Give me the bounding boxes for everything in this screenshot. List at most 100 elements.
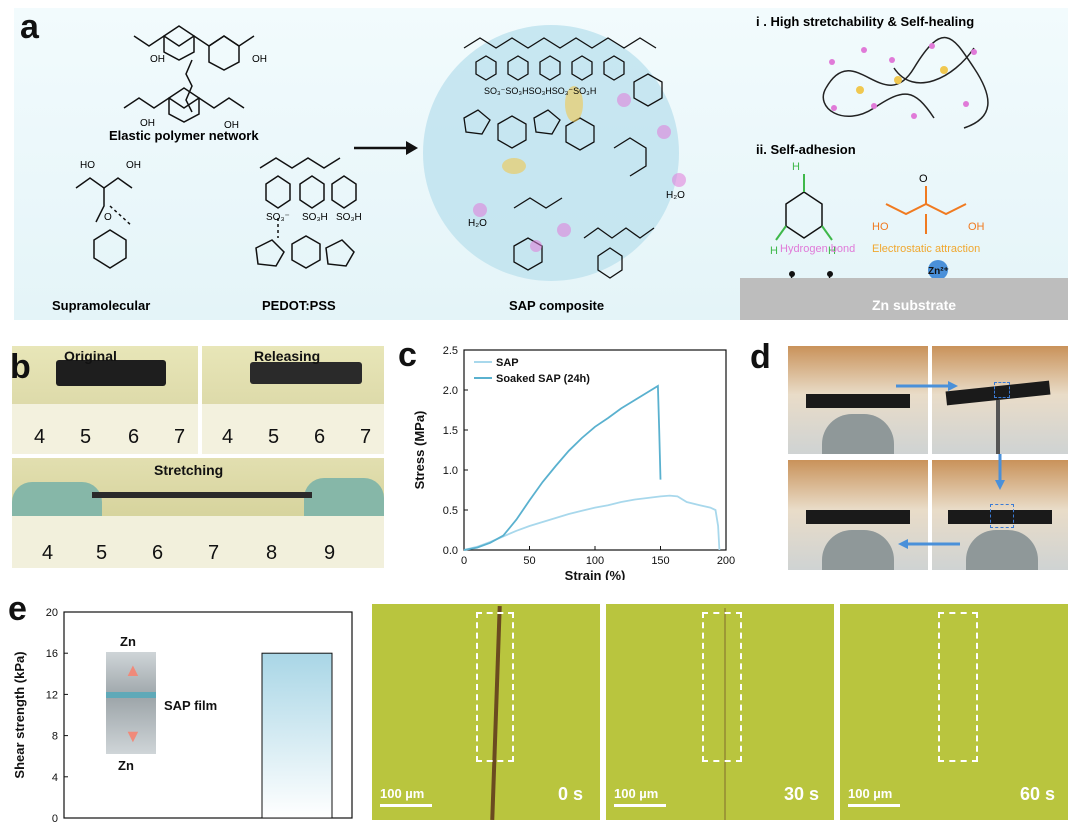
ruler-tick: 6 xyxy=(128,426,140,448)
x-tick-label: 150 xyxy=(651,555,669,567)
micrograph-60s: 100 µm 60 s xyxy=(840,604,1068,820)
zn-block-top xyxy=(106,652,156,696)
panel-a-illustration: OH OH OH OH Elastic polymer network HO O… xyxy=(52,14,1068,320)
y-tick-label: 1.0 xyxy=(443,465,458,477)
panel-label-a: a xyxy=(20,8,39,46)
pedot-pss-label: PEDOT:PSS xyxy=(262,298,336,313)
arrow-up-icon: ▲ xyxy=(124,660,142,680)
electrostatic-highlight xyxy=(565,86,583,122)
o-label: O xyxy=(104,212,112,223)
sap-film-label: SAP film xyxy=(164,698,218,713)
series-line-1 xyxy=(463,494,721,551)
arrow-right-icon xyxy=(354,141,418,155)
scale-bar xyxy=(380,804,432,807)
dynamic-bond-markers xyxy=(856,66,948,94)
h2o-label: H₂O xyxy=(468,218,487,229)
oh-label: OH xyxy=(224,120,239,131)
bar-1 xyxy=(261,652,333,819)
ruler-tick: 7 xyxy=(360,426,372,448)
ruler-tick: 7 xyxy=(208,542,220,564)
oh-label: OH xyxy=(126,160,141,171)
ruler-tick: 5 xyxy=(80,426,92,448)
hbond-highlight xyxy=(530,240,542,252)
zn-ion-label: Zn²⁺ xyxy=(928,266,949,277)
hbond-highlight xyxy=(473,203,487,217)
panel-label-e: e xyxy=(8,590,27,628)
arrow-down-icon: ▼ xyxy=(124,726,142,746)
supramolecular-structure xyxy=(75,177,133,269)
ruler-tick: 4 xyxy=(42,542,54,564)
oh-label: OH xyxy=(968,221,985,233)
photo-stretching: Stretching 4 5 6 7 8 9 xyxy=(12,458,384,568)
sample-strip xyxy=(806,510,910,524)
adhesion-heading: ii. Self-adhesion xyxy=(756,142,856,157)
scale-bar-label: 100 µm xyxy=(380,786,425,801)
pedot-pss-structure xyxy=(255,157,357,269)
ruler-tick: 8 xyxy=(266,542,278,564)
zn-block-bottom xyxy=(106,698,156,754)
y-tick-label: 16 xyxy=(46,648,58,660)
y-tick-label: 2.0 xyxy=(443,385,458,397)
x-tick-label: 0 xyxy=(461,555,467,567)
time-label: 0 s xyxy=(558,784,584,804)
ruler-tick: 4 xyxy=(222,426,234,448)
ruler-tick: 6 xyxy=(314,426,326,448)
arrow-left-icon xyxy=(898,539,960,549)
ruler-tick: 4 xyxy=(34,426,46,448)
time-label: 60 s xyxy=(1020,784,1056,804)
zn-top-label: Zn xyxy=(120,634,136,649)
sample-strip xyxy=(948,510,1052,524)
hbond-highlight xyxy=(672,173,686,187)
y-tick-label: 0.0 xyxy=(443,545,458,557)
y-tick-label: 2.5 xyxy=(443,345,458,357)
ho-label: HO xyxy=(872,221,889,233)
photo-d-3 xyxy=(788,460,928,570)
sap-top-chem: SO₃⁻SO₃HSO₃HSO₃⁻SO₃H xyxy=(484,86,596,96)
sap-composite-bubble xyxy=(423,25,679,281)
y-tick-label: 1.5 xyxy=(443,425,458,437)
sample-strip xyxy=(250,362,362,384)
plot-frame xyxy=(463,349,727,551)
region-box xyxy=(702,612,742,762)
oh-label: OH xyxy=(140,118,155,129)
ruler-tick: 5 xyxy=(268,426,280,448)
sap-film-layer xyxy=(106,692,156,698)
zn-substrate-label: Zn substrate xyxy=(872,297,956,313)
x-tick-label: 200 xyxy=(717,555,735,567)
ho-label: HO xyxy=(80,160,95,171)
hbond-highlight xyxy=(617,93,631,107)
polymer-chain-illustration xyxy=(822,36,989,129)
photo-original: Original 4 5 6 7 xyxy=(12,346,198,454)
legend-label: Soaked SAP (24h) xyxy=(496,373,590,385)
crosslink-markers xyxy=(829,43,977,119)
h2o-label: H₂O xyxy=(666,190,685,201)
region-box xyxy=(938,612,978,762)
oh-label: OH xyxy=(252,54,267,65)
scale-bar-label: 100 µm xyxy=(848,786,893,801)
series-line-2 xyxy=(463,384,662,551)
arrow-right-icon xyxy=(896,381,958,391)
h-label: H xyxy=(828,245,836,257)
y-tick-label: 12 xyxy=(46,689,58,701)
region-box xyxy=(476,612,514,762)
legend-label: SAP xyxy=(496,357,519,369)
elastic-network-label: Elastic polymer network xyxy=(109,128,259,143)
ruler xyxy=(202,404,384,454)
hydroxyl-bonds xyxy=(775,174,833,241)
label-releasing: Releasing xyxy=(254,348,321,364)
elastic-network-structure xyxy=(123,25,255,123)
zn-ion-marker xyxy=(928,260,948,280)
label-original: Original xyxy=(64,348,117,364)
clamp-stand xyxy=(966,530,1038,570)
zn-substrate xyxy=(740,278,1068,320)
ruler-tick: 9 xyxy=(324,542,336,564)
photo-d-1 xyxy=(788,346,928,454)
ruler-tick: 6 xyxy=(152,542,164,564)
cut-region-box xyxy=(994,382,1010,398)
x-tick-label: 50 xyxy=(523,555,535,567)
panel-label-c: c xyxy=(398,336,417,374)
h-label: H xyxy=(770,245,778,257)
y-tick-label: 20 xyxy=(46,607,58,619)
panel-label-b: b xyxy=(10,348,31,386)
electrostatic-highlight xyxy=(502,158,526,174)
